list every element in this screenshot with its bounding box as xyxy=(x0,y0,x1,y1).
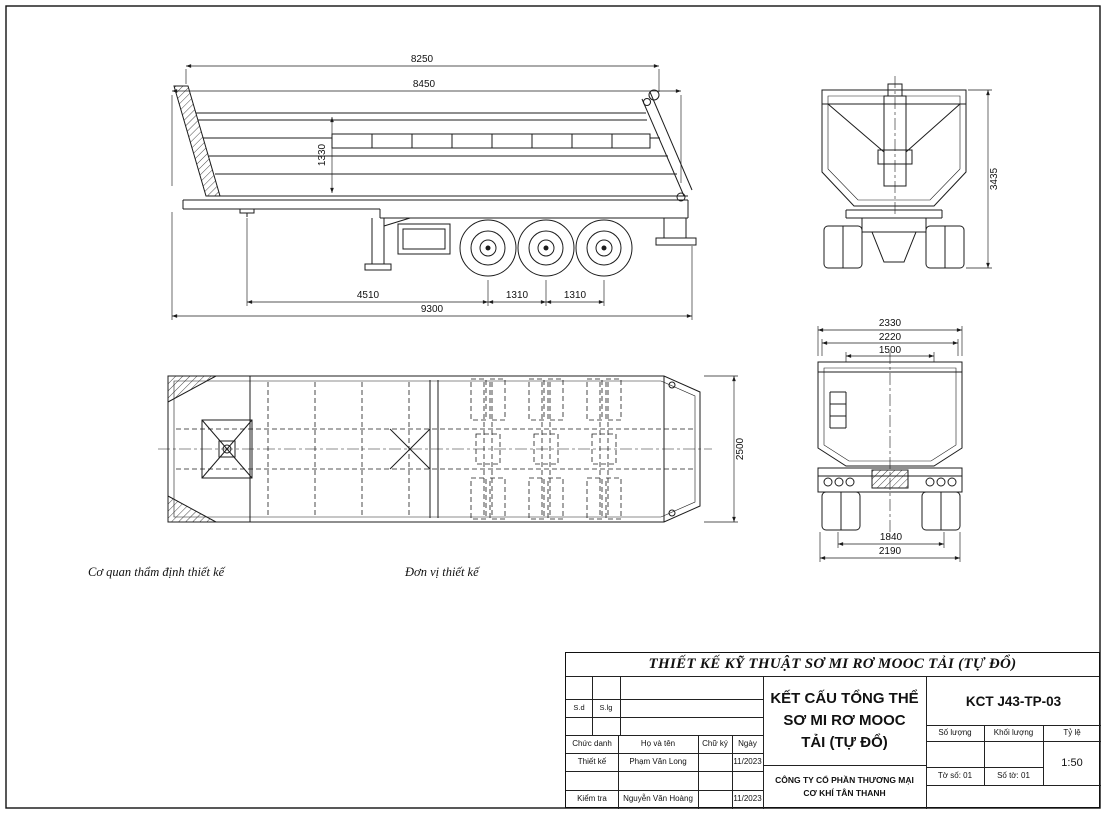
col-mass-header: Khối lượng xyxy=(993,727,1034,737)
dim-back-overall-width: 2190 xyxy=(879,546,902,557)
dim-side-overall-length: 9300 xyxy=(421,304,444,315)
plan-view xyxy=(158,375,712,523)
drawing-title: KẾT CẤU TỔNG THỂ SƠ MI RƠ MOOC TẢI (TỰ Đ… xyxy=(763,677,926,765)
col-quantity-header: Số lượng xyxy=(938,727,972,737)
dim-side-axle-gap1: 1310 xyxy=(506,290,529,301)
note-approval-agency: Cơ quan thẩm định thiết kế xyxy=(88,565,226,579)
dim-side-kingpin-axle: 4510 xyxy=(357,290,380,301)
dim-plan-overall-width: 2500 xyxy=(735,437,746,460)
drawing-title-line2: SƠ MI RƠ MOOC xyxy=(783,712,906,730)
checker-date: 11/2023 xyxy=(733,794,762,804)
designer-name: Phạm Văn Long xyxy=(629,756,687,766)
col-role-header: Chức danh xyxy=(572,738,612,748)
designer-role: Thiết kế xyxy=(577,756,607,766)
col-name-header: Họ và tên xyxy=(640,738,676,748)
checker-role: Kiểm tra xyxy=(577,794,607,804)
sheet-number: Tờ số: 01 xyxy=(937,770,973,780)
rear-view-dimensions: 3435 xyxy=(966,89,1000,269)
annotation-notes: Cơ quan thẩm định thiết kế Đơn vị thiết … xyxy=(88,565,480,579)
sheet-title: THIẾT KẾ KỸ THUẬT SƠ MI RƠ MOOC TẢI (TỰ … xyxy=(648,656,1017,672)
sheet-count: Số tờ: 01 xyxy=(997,770,1030,780)
sheet-border xyxy=(5,5,1101,809)
back-view-dimensions: 2330 2220 1500 1840 2190 xyxy=(817,318,963,562)
rear-view xyxy=(821,76,967,269)
company-name: CÔNG TY CỔ PHẦN THƯƠNG MẠI CƠ KHÍ TÂN TH… xyxy=(763,765,926,809)
title-block: THIẾT KẾ KỸ THUẬT SƠ MI RƠ MOOC TẢI (TỰ … xyxy=(565,652,1101,809)
dim-side-body-length: 8250 xyxy=(411,54,434,65)
designer-date: 11/2023 xyxy=(733,756,762,766)
plan-view-dimensions: 2500 xyxy=(704,375,746,523)
drawing-title-line1: KẾT CẤU TỔNG THỂ xyxy=(770,690,919,708)
col-scale-header: Tỷ lệ xyxy=(1063,727,1081,737)
side-view-dimensions: 8250 8450 1330 4510 1310 1310 9300 xyxy=(171,54,693,320)
drawing-title-line3: TẢI (TỰ ĐỔ) xyxy=(801,733,888,751)
dim-back-top-width: 2330 xyxy=(879,318,902,329)
company-name-line1: CÔNG TY CỔ PHẦN THƯƠNG MẠI xyxy=(775,775,914,786)
dim-side-body-height: 1330 xyxy=(317,143,328,166)
col-date-header: Ngày xyxy=(738,738,757,748)
back-view xyxy=(817,352,963,540)
drawing-code: KCT J43-TP-03 xyxy=(965,693,1062,709)
dim-back-mid-width: 2220 xyxy=(879,332,902,343)
revision-col-slg: S.lg xyxy=(599,702,613,712)
dim-side-axle-gap2: 1310 xyxy=(564,290,587,301)
dim-rear-overall-height: 3435 xyxy=(989,167,1000,190)
side-view xyxy=(173,85,697,277)
checker-name: Nguyễn Văn Hoàng xyxy=(623,794,693,804)
dim-side-body-overall: 8450 xyxy=(413,79,436,90)
note-design-unit: Đơn vị thiết kế xyxy=(404,565,480,579)
title-block-header-row: THIẾT KẾ KỸ THUẬT SƠ MI RƠ MOOC TẢI (TỰ … xyxy=(566,653,1099,677)
col-signature-header: Chữ ký xyxy=(702,738,728,748)
company-name-line2: CƠ KHÍ TÂN THANH xyxy=(803,788,886,798)
dim-back-track-width: 1840 xyxy=(880,532,903,543)
revision-col-sd: S.d xyxy=(573,702,585,712)
dim-back-inner-width: 1500 xyxy=(879,345,902,356)
scale-value: 1:50 xyxy=(1061,757,1083,769)
